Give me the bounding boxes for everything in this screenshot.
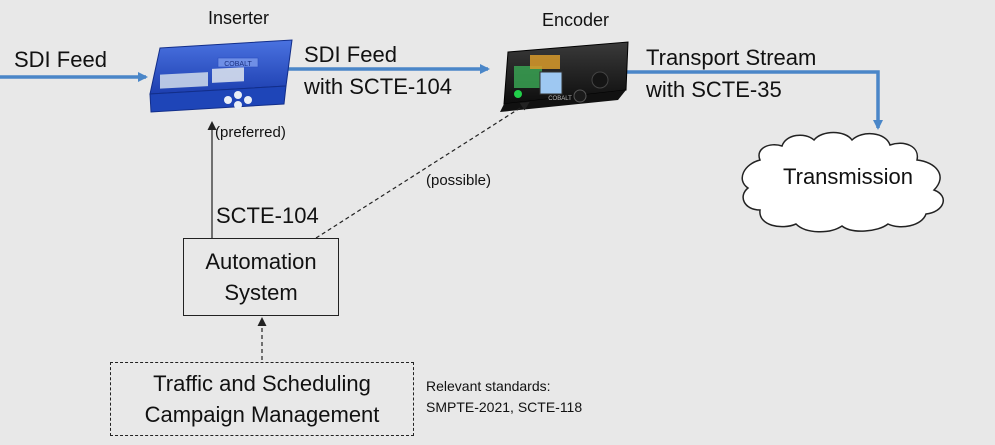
traffic-line1: Traffic and Scheduling	[153, 371, 371, 396]
inserter-device-image: COBALT	[149, 39, 293, 113]
encoder-title: Encoder	[542, 10, 610, 30]
sdi-feed-scte104-line1: SDI Feed	[304, 42, 397, 67]
sdi-feed-scte104-line2: with SCTE-104	[304, 74, 452, 99]
transmission-label: Transmission	[783, 164, 913, 189]
scte104-label: SCTE-104	[216, 203, 319, 228]
automation-line2: System	[224, 280, 298, 305]
encoder-device-image: COBALT	[500, 41, 629, 112]
possible-label: (possible)	[426, 172, 492, 189]
transmission-cloud	[741, 131, 944, 233]
inserter-title: Inserter	[208, 8, 270, 28]
encoder-to-transmission-arrow	[627, 70, 883, 130]
transport-stream-line1: Transport Stream	[646, 45, 817, 70]
automation-line1: Automation	[205, 249, 317, 274]
transport-stream-line2: with SCTE-35	[646, 77, 782, 102]
inserter-badge: COBALT	[224, 61, 252, 68]
traffic-scheduling-box: Traffic and Scheduling Campaign Manageme…	[110, 362, 414, 436]
automation-to-encoder-dashed-line	[315, 101, 530, 239]
traffic-line2: Campaign Management	[144, 402, 380, 427]
automation-system-box: Automation System	[183, 238, 339, 316]
sdi-feed-label: SDI Feed	[14, 47, 107, 72]
relevant-standards-line2: SMPTE-2021, SCTE-118	[426, 399, 583, 415]
encoder-badge: COBALT	[548, 96, 572, 102]
preferred-label: (preferred)	[215, 124, 286, 141]
relevant-standards-line1: Relevant standards:	[426, 378, 551, 394]
